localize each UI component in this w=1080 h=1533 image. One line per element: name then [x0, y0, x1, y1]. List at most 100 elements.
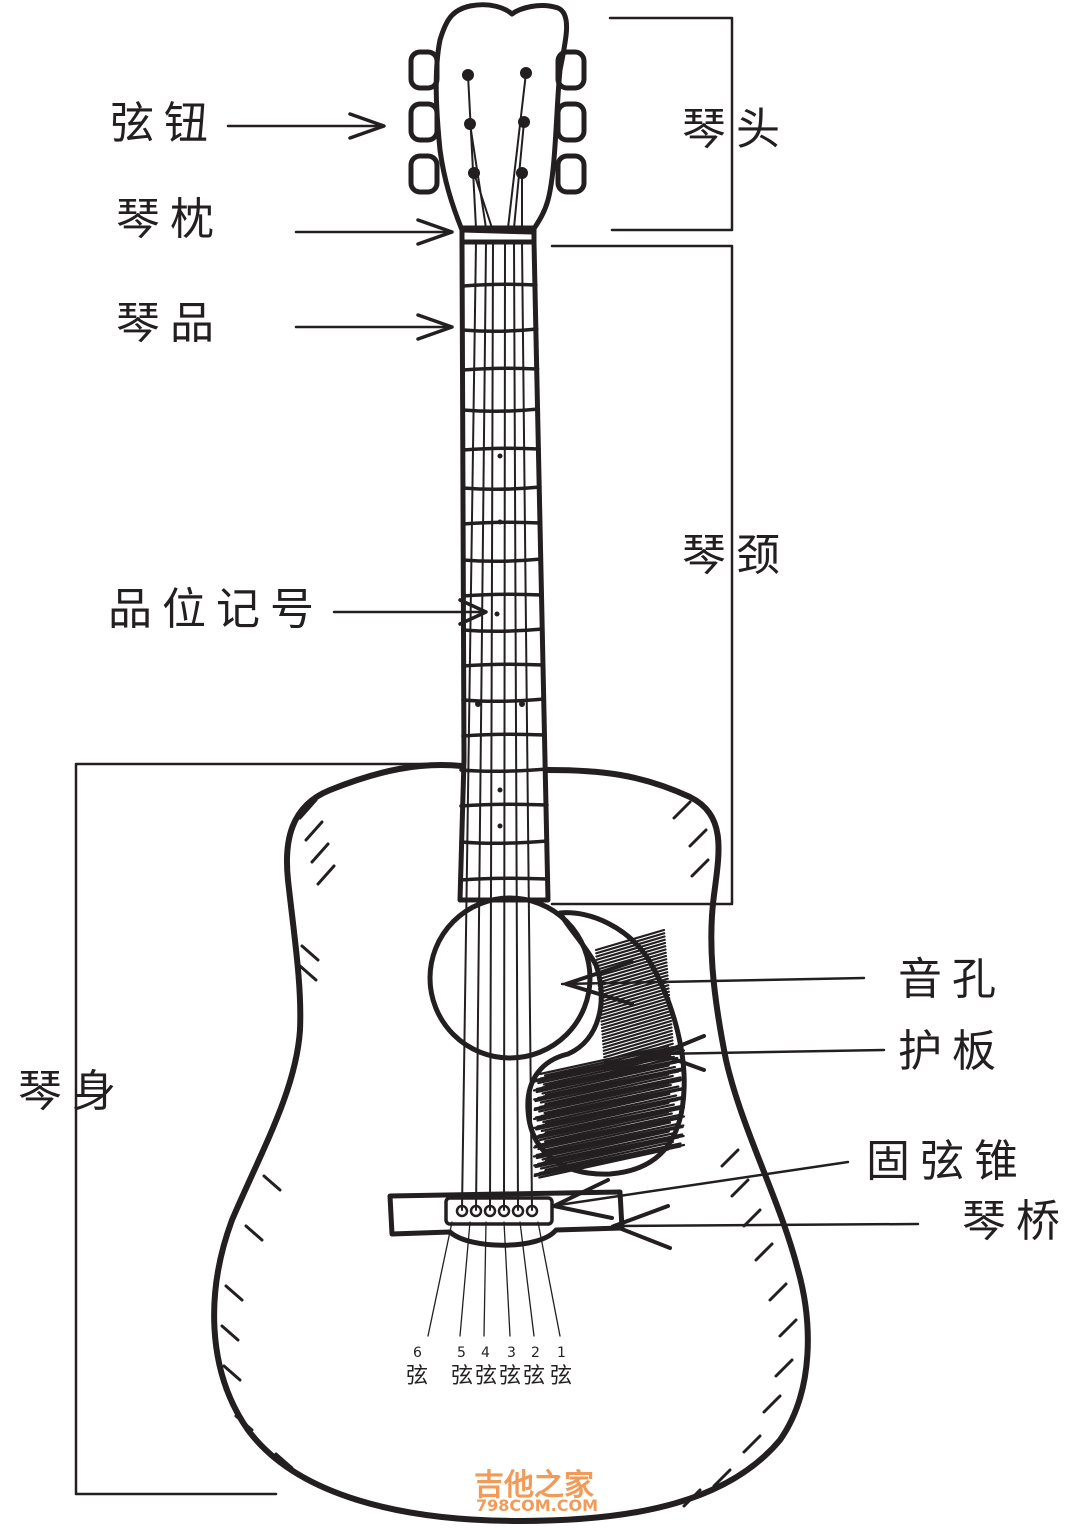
body-hatch-mark — [220, 1324, 240, 1342]
body-hatch-mark — [234, 1414, 254, 1432]
body-label: 琴身 — [18, 1066, 126, 1117]
pickguard-shade-stroke — [535, 1100, 671, 1131]
pickguard-shade-stroke — [538, 1082, 670, 1113]
pickguard-shade-stroke — [543, 1046, 673, 1077]
body-hatch-mark — [712, 1468, 732, 1488]
fret-wire — [459, 802, 549, 808]
neck-bracket — [550, 244, 734, 906]
body-hatch-mark — [316, 864, 336, 886]
head-bracket — [608, 16, 734, 232]
pickguard-shade-stroke — [595, 938, 666, 961]
peg-label: 弦钮 — [110, 98, 218, 149]
body-hatch-mark — [688, 828, 708, 848]
body-hatch-mark — [778, 1318, 798, 1338]
fret-wire — [461, 662, 546, 668]
fret-wire — [461, 485, 542, 492]
pickguard-shade-stroke — [603, 1042, 674, 1065]
pickguard-shade-stroke — [599, 990, 670, 1013]
pickguard-shade-stroke — [602, 1023, 673, 1046]
tuner-peg-left-2 — [408, 101, 440, 143]
body-hatch-mark — [762, 1394, 782, 1414]
fret-wire — [461, 327, 539, 334]
fret-wire — [461, 446, 541, 452]
pickguard-shade-stroke — [539, 1139, 670, 1170]
string-suffix-3: 弦 — [499, 1364, 522, 1389]
body-bracket — [74, 762, 438, 1496]
pickguard-shade-stroke — [601, 1016, 672, 1039]
pickguard-shade-stroke — [541, 1130, 670, 1161]
pickguard-shade-stroke — [596, 945, 667, 968]
pickguard-shade-stroke — [600, 1006, 672, 1030]
tuner-peg-left-3 — [408, 153, 440, 195]
fret-wire — [461, 366, 540, 372]
string-number-2: 2 — [531, 1345, 540, 1361]
pickguard-shade-stroke — [543, 1083, 672, 1115]
pickguard-shade-stroke — [602, 1026, 673, 1049]
fret-wire — [459, 839, 549, 846]
body-hatch-mark — [742, 1208, 762, 1228]
pickguard-shade-stroke — [599, 993, 671, 1017]
watermark-site: 798COM.COM — [476, 1496, 599, 1515]
body-hatch-mark — [682, 1488, 702, 1508]
body-hatch-mark — [720, 1148, 740, 1168]
body-hatch-mark — [298, 798, 318, 820]
string-suffix-6: 弦 — [406, 1364, 429, 1389]
guitar-body — [211, 762, 811, 1524]
body-hatch-mark — [300, 944, 320, 962]
pickguard-shade-stroke — [595, 941, 667, 965]
body-hatching — [220, 798, 798, 1508]
body-hatch-mark — [730, 1178, 750, 1198]
pickguard-shade-stroke — [594, 928, 666, 952]
pickguard-shade-stroke — [599, 987, 670, 1010]
pickguard-shade-stroke — [602, 1032, 674, 1056]
fret-wire — [461, 407, 541, 414]
body-hatch-mark — [672, 800, 692, 820]
fret-wire — [461, 732, 547, 738]
pickguard-shade-stroke — [544, 1112, 673, 1143]
pickguard-shade-stroke — [540, 1101, 670, 1133]
pickguard-shading — [532, 928, 686, 1179]
pickguard-shade-stroke — [597, 967, 669, 991]
string-suffix-1: 弦 — [550, 1364, 573, 1389]
pickguard-shade-stroke — [544, 1065, 677, 1097]
pickguard-shade-stroke — [598, 974, 669, 997]
pickguard-shade-stroke — [534, 1137, 672, 1169]
body-hatch-mark — [222, 1364, 242, 1382]
body-strings — [461, 241, 533, 1211]
string-suffix-4: 弦 — [475, 1364, 498, 1389]
string-suffix-2: 弦 — [523, 1364, 546, 1389]
fret-wire — [461, 627, 545, 634]
pickguard-shade-stroke — [600, 1000, 671, 1023]
neck-label: 琴颈 — [682, 530, 790, 581]
pickguard-shade-stroke — [541, 1064, 670, 1095]
bridge-label: 琴桥 — [962, 1196, 1070, 1247]
headstock — [433, 2, 570, 235]
pickguard-shade-stroke — [604, 1055, 675, 1078]
body-hatch-mark — [244, 1224, 264, 1242]
watermark-title: 吉他之家 — [474, 1468, 594, 1503]
pickguard-shade-stroke — [601, 1019, 673, 1043]
string-number-1: 1 — [557, 1345, 566, 1361]
pickguard-shade-stroke — [603, 1039, 674, 1062]
pickguard-shade-stroke — [603, 1036, 674, 1059]
soundhole-label: 音孔 — [898, 954, 1006, 1005]
body-hatch-mark — [304, 820, 324, 842]
pickguard-shade-stroke — [596, 948, 667, 971]
string-number-6: 6 — [413, 1345, 422, 1361]
string-leader-lines — [427, 1221, 561, 1337]
pickguard-shade-stroke — [538, 1148, 670, 1179]
pickguard-shade-stroke — [539, 1110, 670, 1142]
pickguard-shade-stroke — [544, 1103, 675, 1134]
pickguard-shade-stroke — [600, 997, 671, 1020]
pickguard-shade-stroke — [544, 1074, 674, 1106]
pickguard-shade-stroke — [601, 1010, 672, 1033]
fret-wire — [459, 876, 549, 882]
head-label: 琴头 — [682, 104, 790, 155]
string-number-5: 5 — [457, 1345, 466, 1361]
pickguard-shade-stroke — [542, 1121, 672, 1152]
body-hatch-mark — [774, 1358, 794, 1378]
pickguard-shade-stroke — [600, 1003, 671, 1026]
tuner-peg-right-2 — [555, 101, 587, 143]
string-number-4: 4 — [481, 1345, 490, 1361]
